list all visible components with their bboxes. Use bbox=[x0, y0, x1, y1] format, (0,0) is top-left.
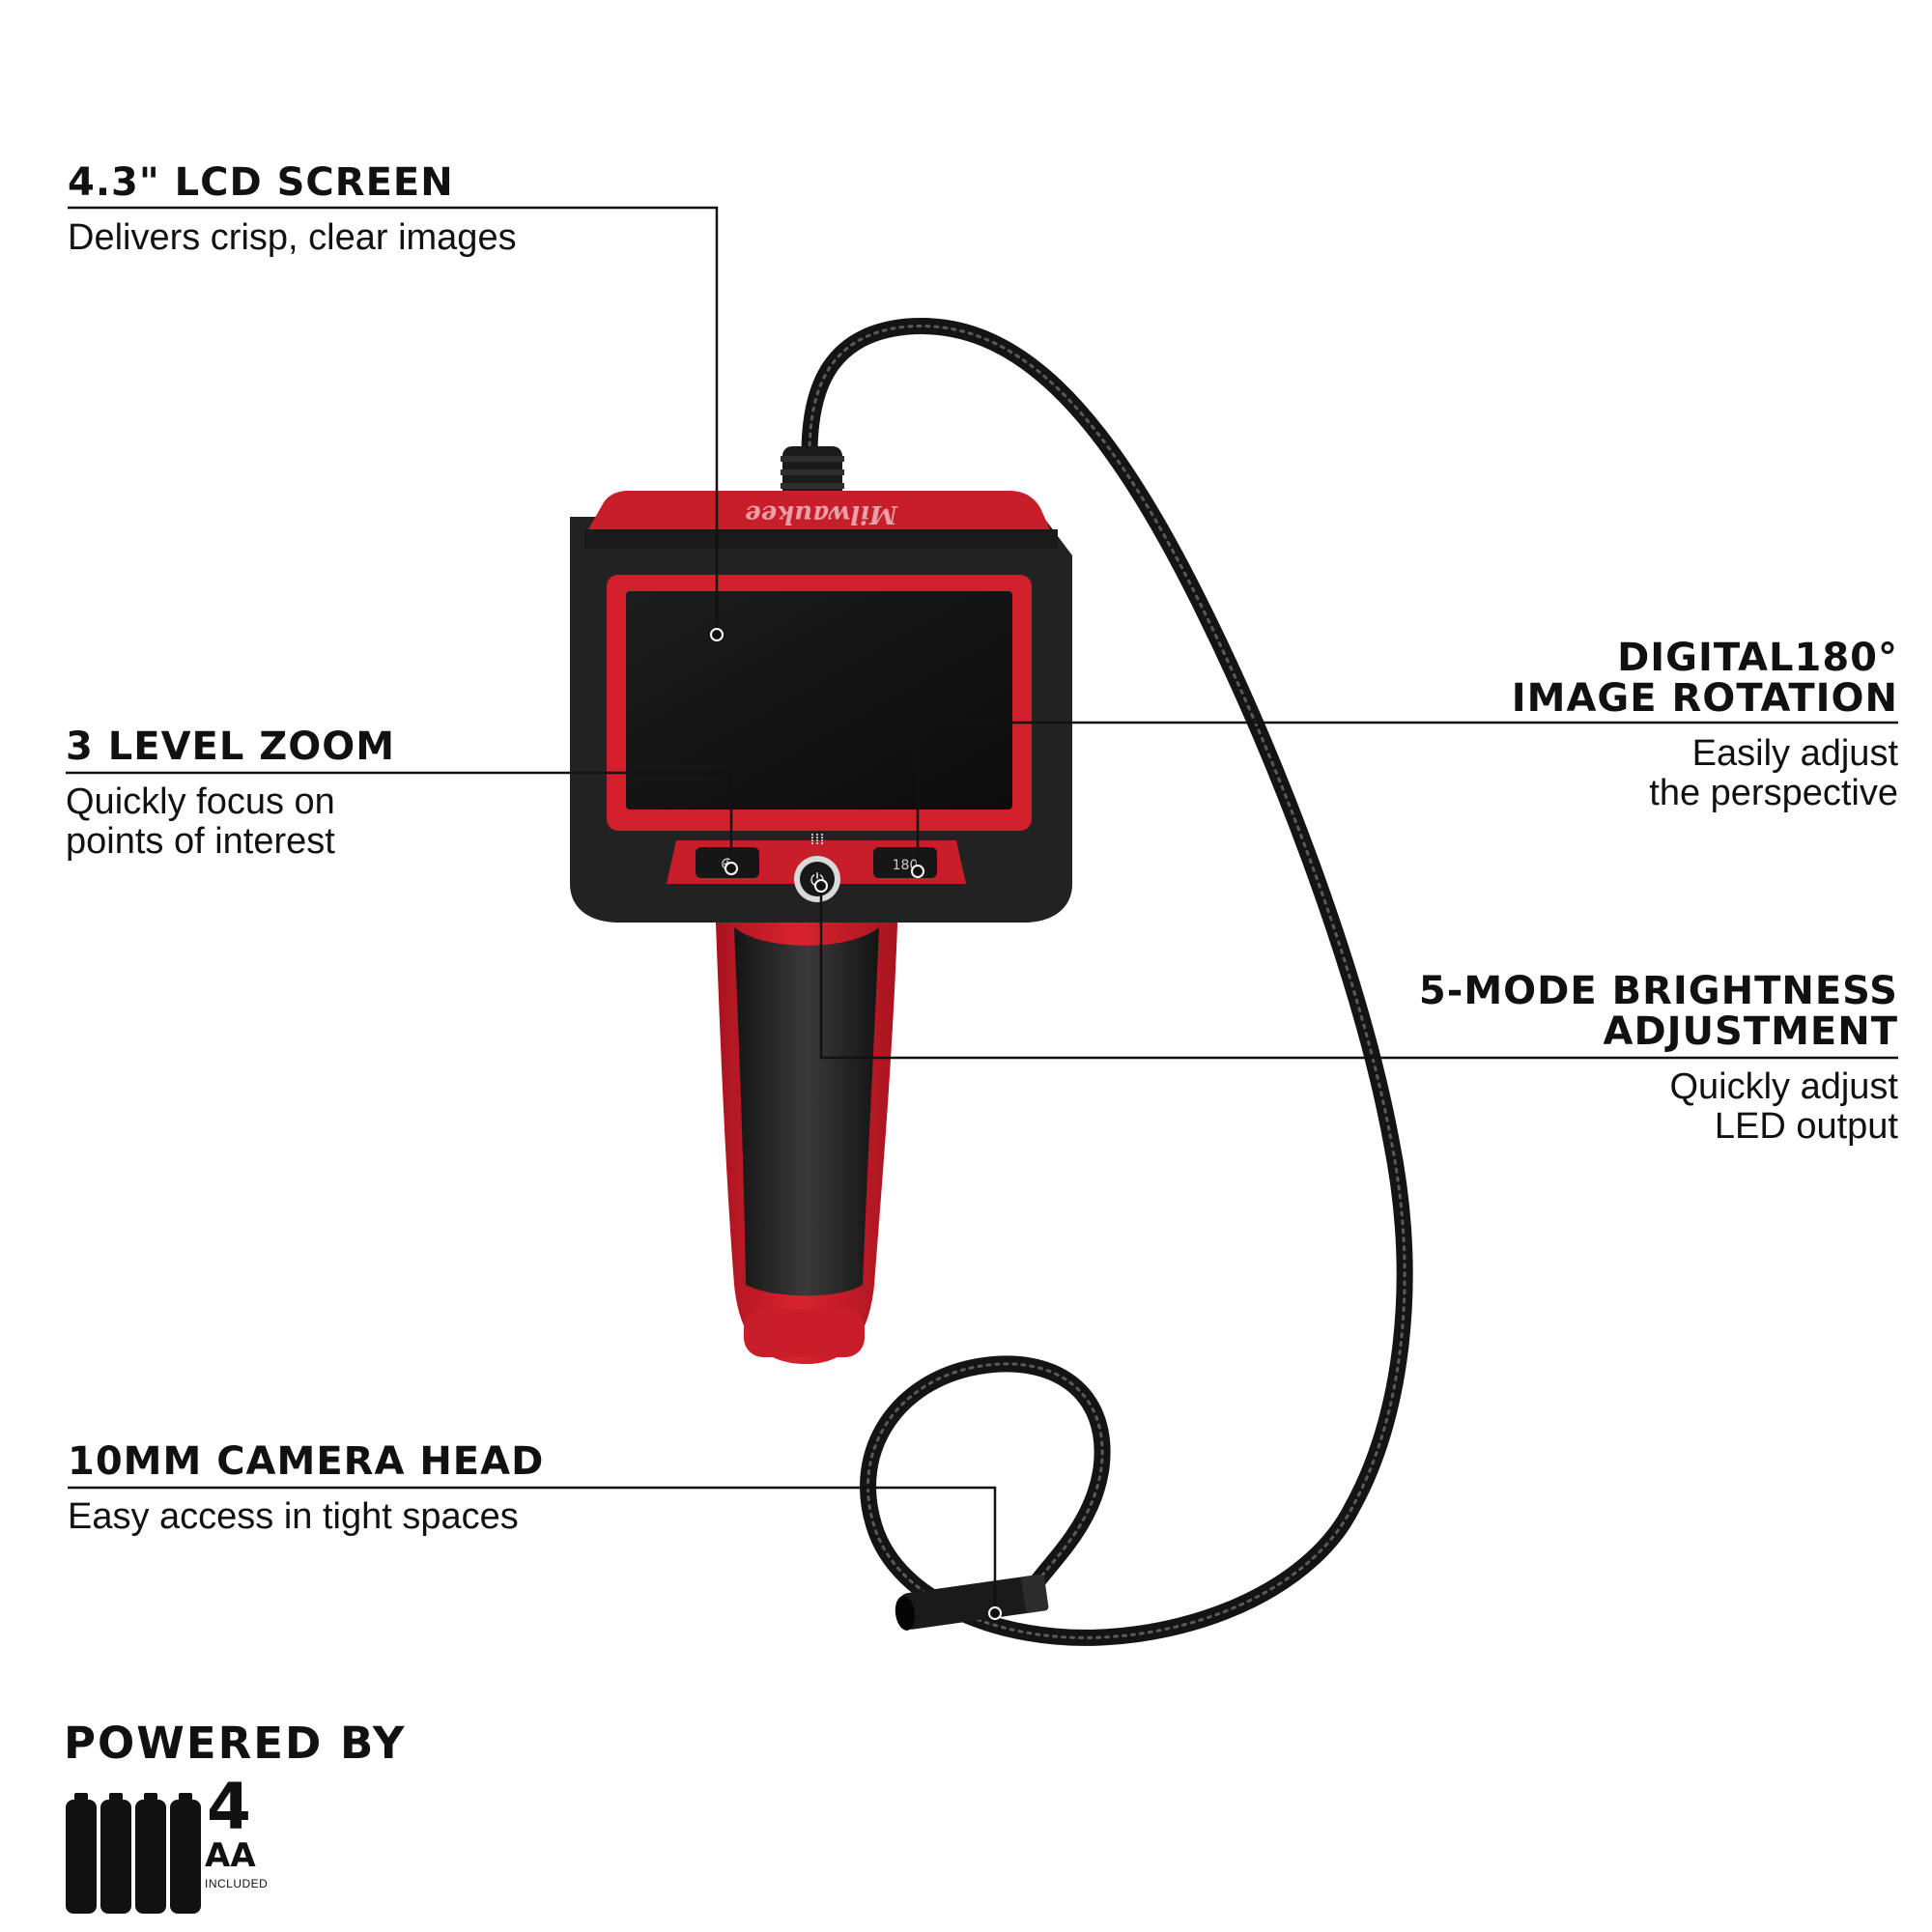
callout-description: Delivers crisp, clear images bbox=[68, 217, 517, 258]
callout-title: 4.3" LCD SCREEN bbox=[68, 160, 454, 205]
camera-head bbox=[895, 1574, 1049, 1631]
battery-icon bbox=[170, 1800, 201, 1914]
callout-description: Quickly focus on points of interest bbox=[66, 781, 335, 862]
powered-by-label: POWERED BY bbox=[64, 1718, 407, 1769]
callout-title: DIGITAL180° IMAGE ROTATION bbox=[1511, 636, 1898, 721]
zoom-button bbox=[696, 847, 759, 878]
battery-icon bbox=[100, 1800, 131, 1914]
battery-icon bbox=[135, 1800, 166, 1914]
callout-description: Quickly adjust LED output bbox=[1669, 1066, 1898, 1147]
lcd-screen bbox=[626, 591, 1012, 810]
callout-zoom: 3 LEVEL ZOOM Quickly focus on points of … bbox=[66, 726, 395, 862]
callout-description: Easily adjust the perspective bbox=[1649, 733, 1898, 813]
callout-camera-head: 10MM CAMERA HEAD Easy access in tight sp… bbox=[68, 1441, 544, 1537]
cable-texture bbox=[808, 325, 1406, 1639]
callout-lcd-screen: 4.3" LCD SCREEN Delivers crisp, clear im… bbox=[68, 162, 517, 258]
callout-brightness: 5-MODE BRIGHTNESS ADJUSTMENT Quickly adj… bbox=[1419, 971, 1898, 1147]
battery-count: 4 bbox=[207, 1770, 251, 1844]
led-icon: ⁞⁞⁞ bbox=[810, 830, 824, 848]
brand-logo: Milwaukee bbox=[745, 499, 898, 528]
callout-title: 10MM CAMERA HEAD bbox=[68, 1439, 545, 1484]
leader-lines bbox=[66, 206, 1898, 1611]
callout-title: 5-MODE BRIGHTNESS ADJUSTMENT bbox=[1418, 969, 1898, 1054]
callout-image-rotation: DIGITAL180° IMAGE ROTATION Easily adjust… bbox=[1512, 638, 1898, 813]
cable-strain-relief bbox=[781, 446, 844, 502]
display-housing: Milwaukee ⊕ 180 ⏻ ⁞⁞⁞ bbox=[570, 491, 1072, 923]
callout-description: Easy access in tight spaces bbox=[68, 1496, 519, 1537]
leader-dots bbox=[710, 628, 1002, 1620]
callout-title: 3 LEVEL ZOOM bbox=[66, 724, 396, 769]
battery-icon bbox=[66, 1800, 97, 1914]
battery-type: AA bbox=[205, 1836, 256, 1875]
battery-included-note: INCLUDED bbox=[205, 1877, 269, 1890]
battery-icon-group bbox=[66, 1793, 201, 1914]
pistol-grip bbox=[715, 898, 898, 1365]
